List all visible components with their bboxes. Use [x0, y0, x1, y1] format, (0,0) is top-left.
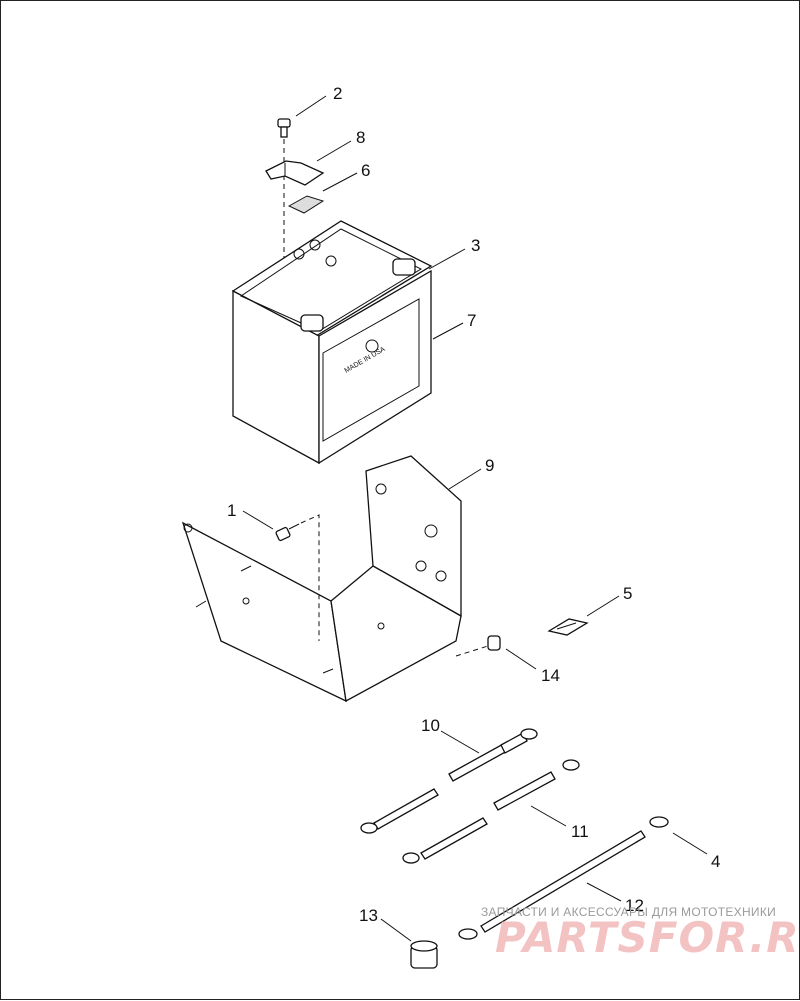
- battery-part-7: MADE IN USA: [231, 220, 433, 465]
- cap-part-13: [410, 940, 438, 969]
- callout-4: 4: [711, 852, 720, 871]
- watermark-logo: PARTSFOR.RU: [495, 913, 800, 962]
- callout-11: 11: [571, 822, 589, 841]
- callout-3: 3: [471, 236, 480, 255]
- battery-tray-part-9: [181, 455, 462, 703]
- spacer-part-14: [455, 635, 501, 657]
- callout-1: 1: [227, 501, 236, 520]
- cable-part-10: [360, 728, 538, 834]
- callout-12: 12: [625, 896, 644, 915]
- callout-8: 8: [356, 128, 365, 147]
- callout-7: 7: [467, 311, 476, 330]
- cable-part-12: [458, 816, 669, 940]
- label-part-5: [547, 618, 589, 636]
- callout-10: 10: [421, 716, 440, 735]
- callout-14: 14: [541, 666, 560, 685]
- hold-down-clamp-part-8: [265, 160, 325, 186]
- callout-13: 13: [359, 906, 378, 925]
- screw-part-2: [277, 118, 291, 271]
- cable-part-11: [402, 759, 580, 864]
- watermark-tagline: ЗАПЧАСТИ И АКСЕССУАРЫ ДЛЯ МОТОТЕХНИКИ: [481, 905, 777, 919]
- screw-part-1: [275, 514, 320, 641]
- callout-5: 5: [623, 584, 632, 603]
- callout-6: 6: [361, 161, 370, 180]
- pad-part-6: [287, 195, 325, 214]
- callout-leaders: [242, 95, 708, 942]
- callout-9: 9: [485, 456, 494, 475]
- callout-2: 2: [333, 84, 342, 103]
